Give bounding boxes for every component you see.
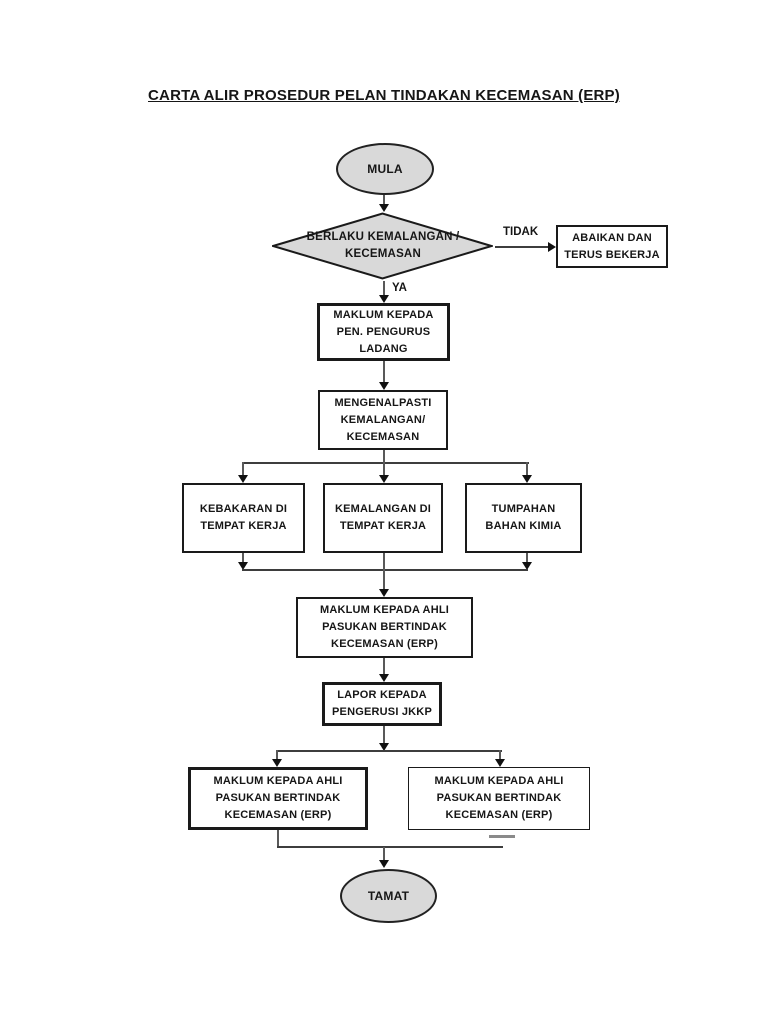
start-label: MULA: [367, 161, 403, 176]
report-line2: PENGERUSI JKKP: [332, 706, 432, 718]
identify-line1: MENGENALPASTI: [334, 396, 432, 409]
arrowhead-split-erp-left: [272, 759, 282, 767]
arrowhead-merge-end: [379, 860, 389, 868]
fire-line2: TEMPAT KERJA: [200, 520, 287, 532]
connector-report-split: [383, 726, 385, 743]
inform-erp-right-line2: PASUKAN BERTINDAK: [436, 792, 562, 804]
inform-manager-line1: MAKLUM KEPADA: [333, 308, 434, 321]
inform-erp-left-line3: KECEMASAN (ERP): [224, 809, 332, 821]
node-inform-erp-right-box: MAKLUM KEPADA AHLI PASUKAN BERTINDAK KEC…: [408, 767, 590, 830]
arrowhead-split-spill: [522, 475, 532, 483]
node-report-box: LAPOR KEPADA PENGERUSI JKKP: [322, 682, 442, 726]
connector-fire-merge: [242, 553, 244, 562]
connector-split-fire: [242, 462, 244, 476]
inform-erp-left-line1: MAKLUM KEPADA AHLI: [213, 775, 343, 787]
stray-dash: [489, 835, 515, 838]
arrowhead-decision-ignore: [548, 242, 556, 252]
arrowhead-report-split: [379, 743, 389, 751]
node-end-terminator: TAMAT: [340, 869, 437, 923]
connector-spill-merge: [526, 553, 528, 562]
spill-line2: BAHAN KIMIA: [485, 520, 562, 532]
connector-manager-identify: [383, 361, 385, 383]
ignore-label-line2: TERUS BEKERJA: [564, 248, 660, 261]
node-inform-erp-left-box: MAKLUM KEPADA AHLI PASUKAN BERTINDAK KEC…: [188, 767, 368, 830]
report-line1: LAPOR KEPADA: [337, 689, 427, 701]
page-title: CARTA ALIR PROSEDUR PELAN TINDAKAN KECEM…: [148, 87, 620, 104]
connector-decision-ignore: [495, 246, 548, 248]
arrowhead-fire-merge: [238, 562, 248, 570]
edge-label-yes: YA: [392, 282, 407, 294]
connector-start-decision: [383, 195, 385, 205]
arrowhead-decision-inform-manager: [379, 295, 389, 303]
decision-label: BERLAKU KEMALANGAN / KECEMASAN: [292, 216, 474, 276]
decision-label-line1: BERLAKU KEMALANGAN /: [306, 231, 460, 243]
inform-erp-line3: KECEMASAN (ERP): [331, 638, 438, 650]
edge-label-no: TIDAK: [503, 226, 539, 238]
node-identify-box: MENGENALPASTI KEMALANGAN/ KECEMASAN: [318, 390, 448, 450]
decision-label-line2: KECEMASAN: [345, 248, 421, 260]
node-accident-box: KEMALANGAN DI TEMPAT KERJA: [323, 483, 443, 553]
arrowhead-start-decision: [379, 204, 389, 212]
merge-bar: [242, 569, 528, 571]
arrowhead-split-erp-right: [495, 759, 505, 767]
identify-line2: KEMALANGAN/: [340, 413, 426, 426]
node-inform-erp-box: MAKLUM KEPADA AHLI PASUKAN BERTINDAK KEC…: [296, 597, 473, 658]
ignore-label-line1: ABAIKAN DAN: [572, 231, 652, 244]
inform-manager-line3: LADANG: [359, 342, 408, 355]
identify-line3: KECEMASAN: [346, 430, 420, 443]
connector-accident-inform-erp: [383, 553, 385, 589]
arrowhead-accident-inform-erp: [379, 589, 389, 597]
connector-decision-inform-manager: [383, 281, 385, 297]
accident-line2: TEMPAT KERJA: [339, 520, 427, 532]
arrowhead-erp-report: [379, 674, 389, 682]
end-label: TAMAT: [367, 888, 410, 903]
split-bar-bottom: [276, 750, 502, 752]
inform-erp-line1: MAKLUM KEPADA AHLI: [319, 604, 450, 616]
split-bar-top: [242, 462, 529, 464]
diamond-shape: [272, 212, 493, 280]
arrowhead-manager-identify: [379, 382, 389, 390]
connector-split-spill: [526, 462, 528, 476]
node-ignore-box: ABAIKAN DAN TERUS BEKERJA: [556, 225, 668, 268]
merge-bar-bottom: [277, 846, 503, 848]
arrowhead-spill-merge: [522, 562, 532, 570]
arrowhead-split-accident: [379, 475, 389, 483]
node-start-terminator: MULA: [336, 143, 434, 195]
spill-line1: TUMPAHAN: [491, 503, 556, 515]
connector-split-erp-right: [499, 750, 501, 760]
connector-erp-report: [383, 658, 385, 674]
accident-line1: KEMALANGAN DI: [334, 503, 432, 515]
node-decision-diamond: [272, 212, 493, 280]
connector-split-erp-left: [276, 750, 278, 760]
connector-merge-end: [383, 847, 385, 861]
inform-erp-line2: PASUKAN BERTINDAK: [322, 621, 447, 633]
inform-erp-left-line2: PASUKAN BERTINDAK: [215, 792, 341, 804]
node-spill-box: TUMPAHAN BAHAN KIMIA: [465, 483, 582, 553]
inform-erp-right-line3: KECEMASAN (ERP): [445, 809, 553, 821]
inform-manager-line2: PEN. PENGURUS: [336, 325, 431, 338]
connector-split-accident: [383, 462, 385, 476]
connector-identify-split: [383, 450, 385, 463]
node-inform-manager-box: MAKLUM KEPADA PEN. PENGURUS LADANG: [317, 303, 450, 361]
connector-erp-left-merge: [277, 830, 279, 848]
fire-line1: KEBAKARAN DI: [199, 503, 288, 515]
arrowhead-split-fire: [238, 475, 248, 483]
inform-erp-right-line1: MAKLUM KEPADA AHLI: [434, 775, 564, 787]
node-fire-box: KEBAKARAN DI TEMPAT KERJA: [182, 483, 305, 553]
